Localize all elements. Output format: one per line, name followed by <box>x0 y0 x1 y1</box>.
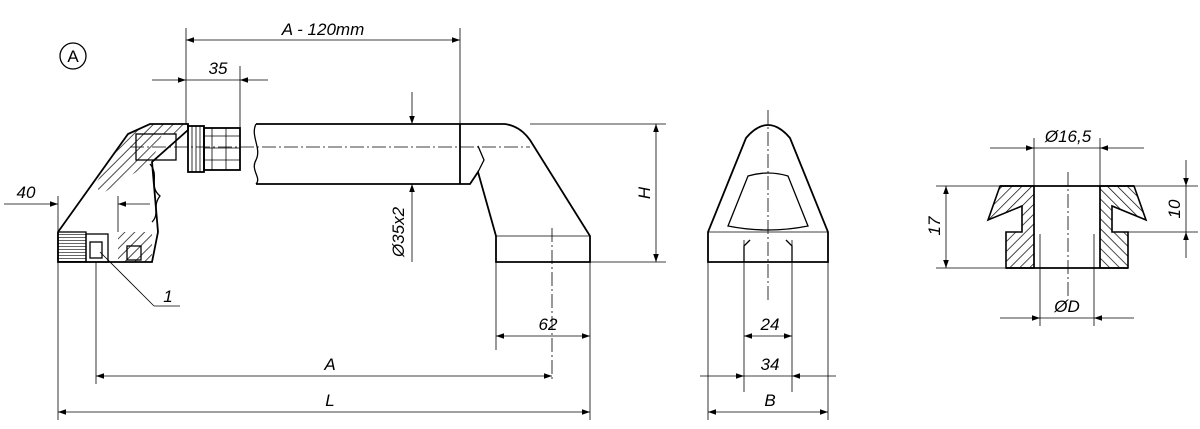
dim-a: A <box>323 355 335 374</box>
dim-b: B <box>764 391 775 410</box>
view-marker-label: A <box>67 47 79 66</box>
view-marker-circle <box>59 42 87 70</box>
right-leg-outline <box>460 123 591 263</box>
left-leg-hatch-area-2 <box>118 232 152 262</box>
dim-h: H <box>635 186 654 199</box>
joint-collar <box>187 125 241 173</box>
end-view-outer-outline <box>707 124 829 263</box>
dim-35: 35 <box>209 59 228 78</box>
callout-1-label: 1 <box>163 287 172 306</box>
dim-17: 17 <box>925 216 944 235</box>
bushing-detail: Ø16,5 17 10 ØD <box>925 127 1198 326</box>
insert-body <box>85 233 109 263</box>
callout-1-leader <box>99 251 155 307</box>
dim-10: 10 <box>1165 199 1184 218</box>
dim-a-minus-120: A - 120mm <box>281 20 365 39</box>
dim-dia-d: ØD <box>1053 297 1080 316</box>
dim-dia-16-5: Ø16,5 <box>1044 127 1092 146</box>
dim-24: 24 <box>760 315 780 334</box>
side-view: A <box>4 20 666 420</box>
dim-34: 34 <box>761 355 780 374</box>
bushing-right-hatch <box>1099 185 1148 269</box>
tube-left-break <box>253 123 259 185</box>
end-view: 24 34 B <box>700 110 836 420</box>
dim-tube-dia: Ø35x2 <box>389 206 408 258</box>
insert-pin <box>89 241 103 259</box>
dim-l: L <box>325 391 334 410</box>
bushing-left-hatch <box>986 185 1035 269</box>
end-view-inner-cutout <box>727 172 809 231</box>
dim-62: 62 <box>539 315 558 334</box>
dim-40: 40 <box>17 183 36 202</box>
screw-head <box>126 245 142 261</box>
right-leg-break <box>477 145 485 173</box>
knurled-insert <box>57 231 87 263</box>
left-leg-break-line <box>149 163 161 223</box>
